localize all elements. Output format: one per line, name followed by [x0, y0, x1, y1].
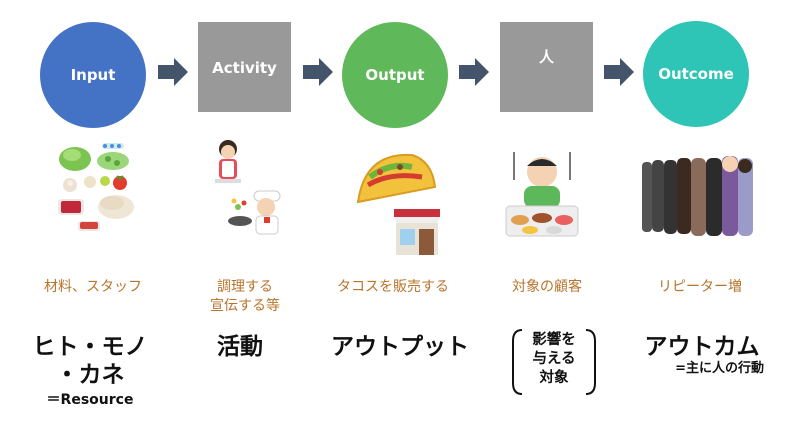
term-people-line: 影響を	[532, 332, 576, 348]
term-people: 影響を 与える 対象	[510, 331, 598, 388]
term-outcome-main: アウトカム	[644, 334, 760, 360]
description-people: 対象の顧客	[472, 278, 622, 297]
term-activity-main: 活動	[217, 334, 263, 360]
term-output: アウトプット	[320, 333, 480, 361]
description-outcome: リピーター増	[625, 278, 775, 297]
term-outcome-sub: =主に人の行動	[675, 361, 764, 376]
stage-outcome-label: Outcome	[658, 65, 734, 83]
cooking-people-illustration	[215, 140, 281, 235]
description-line: 調理する	[217, 279, 273, 295]
description-line: 対象の顧客	[512, 279, 582, 295]
term-input-sub: ＝Resource	[46, 392, 134, 408]
bracket-frame	[512, 329, 596, 395]
description-output: タコスを販売する	[318, 278, 468, 297]
term-input-main-2: ・カネ	[55, 362, 125, 388]
stage-input-label: Input	[70, 66, 116, 84]
description-line: 材料、スタッフ	[44, 279, 142, 295]
arrow-right-icon	[459, 58, 489, 86]
stage-people-label: 人	[538, 47, 554, 66]
stage-outcome: Outcome	[643, 21, 749, 127]
description-line: リピーター増	[658, 279, 742, 295]
stage-output: Output	[342, 22, 448, 128]
arrow-right-icon	[303, 58, 333, 86]
eating-customer-illustration	[505, 152, 579, 237]
taco-shop-illustration	[356, 153, 440, 255]
ingredients-illustration	[58, 143, 134, 231]
description-line: タコスを販売する	[337, 279, 449, 295]
description-input: 材料、スタッフ	[18, 278, 168, 297]
stage-input: Input	[40, 22, 146, 128]
stage-people: 人	[500, 22, 593, 112]
queue-of-people-illustration	[642, 156, 753, 236]
arrow-right-icon	[604, 58, 634, 86]
stage-output-label: Output	[365, 66, 425, 84]
stage-activity-label: Activity	[212, 59, 277, 77]
term-activity: 活動	[190, 333, 290, 361]
arrow-right-icon	[158, 58, 188, 86]
term-people-line: 与える	[532, 351, 576, 367]
description-activity: 調理する 宣伝する等	[170, 278, 320, 316]
term-input-main: ヒト・モノ	[32, 334, 148, 360]
term-outcome: アウトカム =主に人の行動	[632, 333, 772, 377]
stage-activity: Activity	[198, 22, 291, 112]
term-people-line: 対象	[539, 370, 569, 386]
term-output-main: アウトプット	[331, 334, 469, 360]
term-input: ヒト・モノ ・カネ ＝Resource	[20, 333, 160, 408]
description-line: 宣伝する等	[210, 298, 280, 314]
